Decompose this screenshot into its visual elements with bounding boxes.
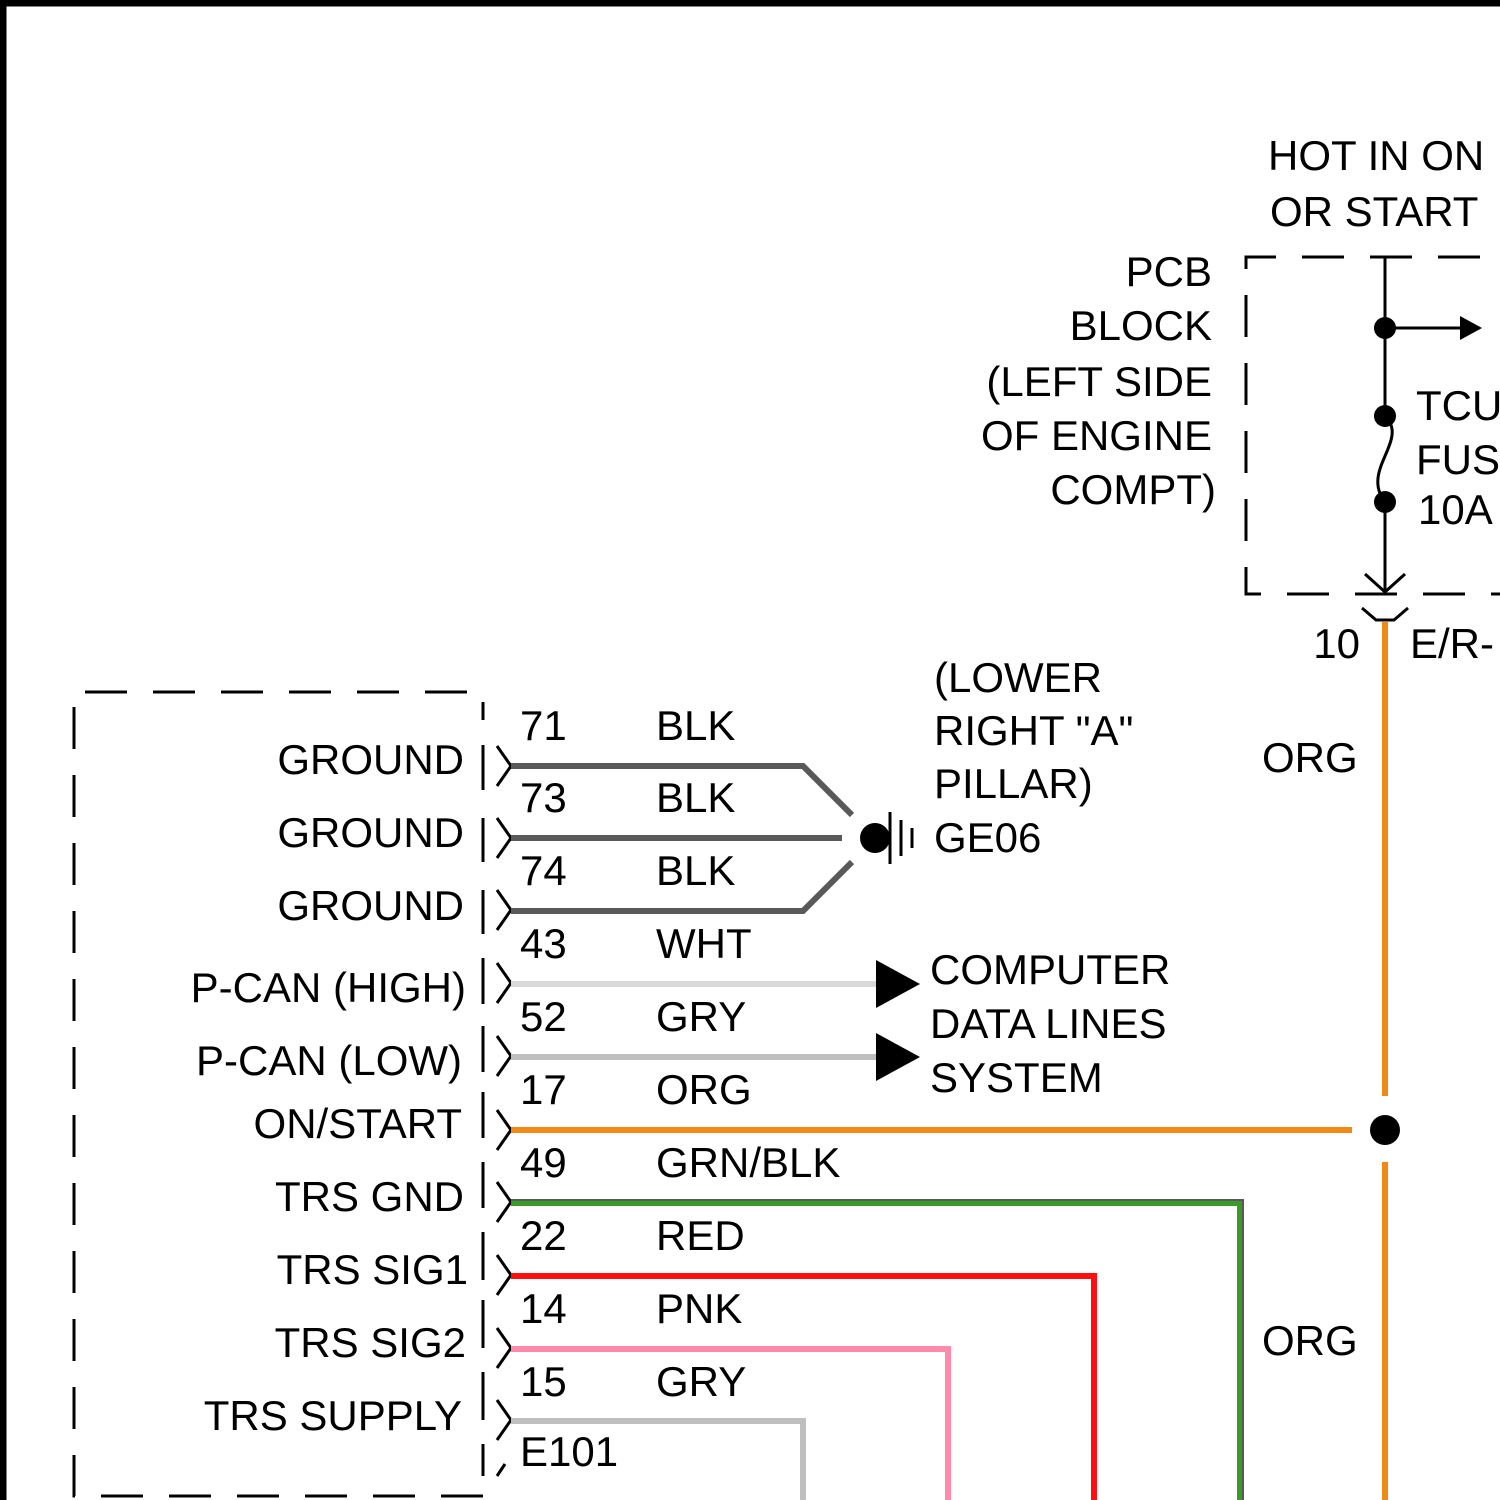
wire-color-labels: BLK BLK BLK WHT GRY ORG GRN/BLK RED PNK … xyxy=(656,702,840,1405)
pcb-label-line: PCB xyxy=(1126,248,1212,295)
pin-name: P-CAN (HIGH) xyxy=(191,964,466,1011)
pin-name: ON/START xyxy=(254,1100,462,1147)
pin-numbers: 71 73 74 43 52 17 49 22 14 15 xyxy=(520,702,567,1405)
fuse-icon xyxy=(1378,416,1392,502)
pin-number: 49 xyxy=(520,1139,567,1186)
pin-name: GROUND xyxy=(277,736,464,783)
wire-color-label: ORG xyxy=(656,1066,752,1113)
pin-number: 74 xyxy=(520,847,567,894)
pin-name: GROUND xyxy=(277,882,464,929)
data-lines-label: SYSTEM xyxy=(930,1054,1103,1101)
pin-number: 22 xyxy=(520,1212,567,1259)
hot-label-line1: HOT IN ON xyxy=(1268,132,1484,179)
wire-color-label: GRY xyxy=(656,993,746,1040)
ground-location-line: RIGHT "A" xyxy=(934,707,1133,754)
connector-brackets xyxy=(483,745,511,1476)
pin-number: 17 xyxy=(520,1066,567,1113)
er-pin-number: 10 xyxy=(1313,620,1360,667)
wire-color-label: GRY xyxy=(656,1358,746,1405)
pin-bracket xyxy=(483,1026,511,1076)
pin-number: 71 xyxy=(520,702,567,749)
pin-number: 14 xyxy=(520,1285,567,1332)
pin-name: TRS SUPPLY xyxy=(204,1392,462,1439)
wire-color-label: ORG xyxy=(1262,734,1358,781)
splice-dot xyxy=(1370,1115,1400,1145)
ground-location-line: PILLAR) xyxy=(934,760,1093,807)
pin-number: 52 xyxy=(520,993,567,1040)
pcb-block-label: PCB BLOCK (LEFT SIDE OF ENGINE COMPT) xyxy=(981,248,1216,513)
pin-bracket xyxy=(483,745,511,790)
wire-color-label: WHT xyxy=(656,920,752,967)
fuse-label-line: FUS xyxy=(1416,436,1500,483)
pin-bracket xyxy=(483,1232,511,1295)
pin-bracket xyxy=(483,1162,511,1222)
pin-bracket xyxy=(483,958,511,1004)
data-lines-label: COMPUTER xyxy=(930,946,1170,993)
pin-name: GROUND xyxy=(277,809,464,856)
fuse-label-line: TCU xyxy=(1416,382,1500,429)
pin-number: 73 xyxy=(520,774,567,821)
connector-socket-icon xyxy=(1362,608,1408,620)
wire-color-label: BLK xyxy=(656,774,735,821)
pin-name: TRS SIG1 xyxy=(277,1246,468,1293)
wire-color-label: RED xyxy=(656,1212,745,1259)
wire-color-label: ORG xyxy=(1262,1317,1358,1364)
hot-label-line2: OR START xyxy=(1270,188,1478,235)
wire-color-label: BLK xyxy=(656,702,735,749)
pin-names: GROUND GROUND GROUND P-CAN (HIGH) P-CAN … xyxy=(191,736,468,1439)
fuse-label-line: 10A xyxy=(1418,486,1493,533)
pin-bracket xyxy=(483,1092,511,1150)
data-lines-label: DATA LINES xyxy=(930,1000,1167,1047)
ground-location-line: (LOWER xyxy=(934,654,1102,701)
connector-name: E101 xyxy=(520,1428,618,1475)
pin-bracket xyxy=(483,1372,511,1440)
arrow-right-icon xyxy=(876,960,920,1008)
pin-number: 43 xyxy=(520,920,567,967)
arrow-right-icon xyxy=(1460,316,1482,340)
pcb-label-line: OF ENGINE xyxy=(981,412,1212,459)
pin-bracket xyxy=(483,890,511,934)
arrow-right-icon xyxy=(876,1033,920,1081)
pin-name: TRS GND xyxy=(275,1173,464,1220)
pin-bracket xyxy=(483,818,511,862)
ground-point-dot xyxy=(860,823,890,853)
pin-name: TRS SIG2 xyxy=(275,1319,466,1366)
ground-id: GE06 xyxy=(934,814,1041,861)
pin-name: P-CAN (LOW) xyxy=(196,1037,462,1084)
pin-bracket xyxy=(483,1300,511,1368)
wire-color-label: PNK xyxy=(656,1285,742,1332)
pin-bracket-end xyxy=(497,1464,505,1476)
pcb-label-line: BLOCK xyxy=(1070,302,1212,349)
pin-number: 15 xyxy=(520,1358,567,1405)
pcb-label-line: (LEFT SIDE xyxy=(986,358,1212,405)
wire-color-label: GRN/BLK xyxy=(656,1139,840,1186)
er-connector-name: E/R- xyxy=(1410,620,1494,667)
wire-color-label: BLK xyxy=(656,847,735,894)
pcb-label-line: COMPT) xyxy=(1050,466,1216,513)
